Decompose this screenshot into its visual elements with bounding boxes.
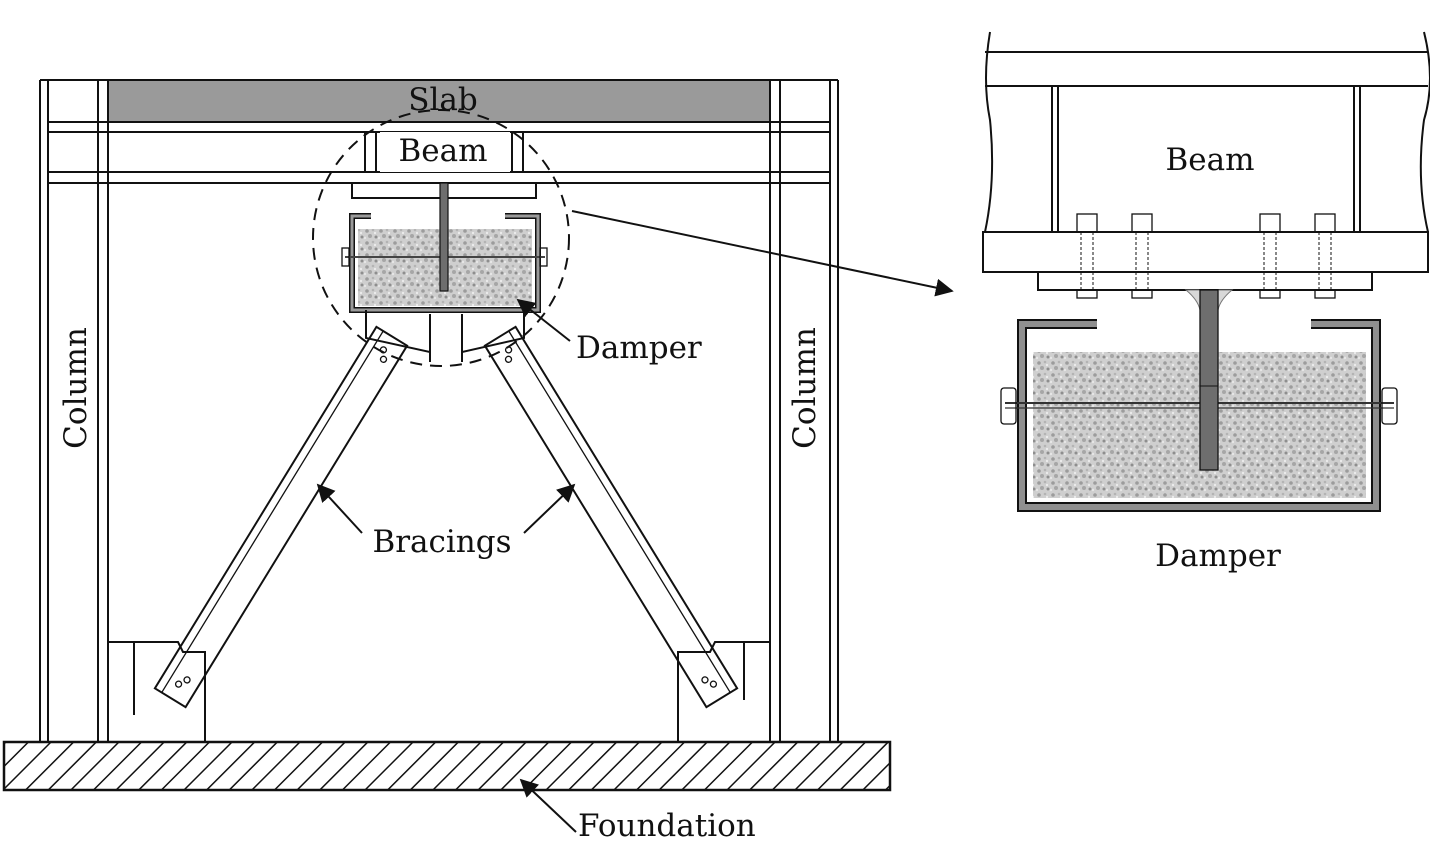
bolts [1077,214,1335,298]
left-gusset [108,642,205,742]
damper-detail [983,32,1430,507]
right-bracing [485,327,737,707]
beam-label: Beam [398,133,487,169]
column-left-label: Column [58,327,94,449]
slab-label: Slab [408,82,477,118]
left-bracing [155,327,407,707]
column-right-label: Column [787,327,823,449]
foundation [4,742,890,790]
bracings [155,327,737,707]
detail-beam-label: Beam [1165,142,1254,178]
damper-small [342,183,547,362]
right-gusset [678,642,770,742]
detail-damper-label: Damper [1155,538,1281,574]
foundation-label: Foundation [578,808,756,844]
bracings-label: Bracings [372,524,511,560]
damper-detail-rod [1200,290,1218,470]
damper-rod [440,183,448,291]
damper-label: Damper [576,330,702,366]
